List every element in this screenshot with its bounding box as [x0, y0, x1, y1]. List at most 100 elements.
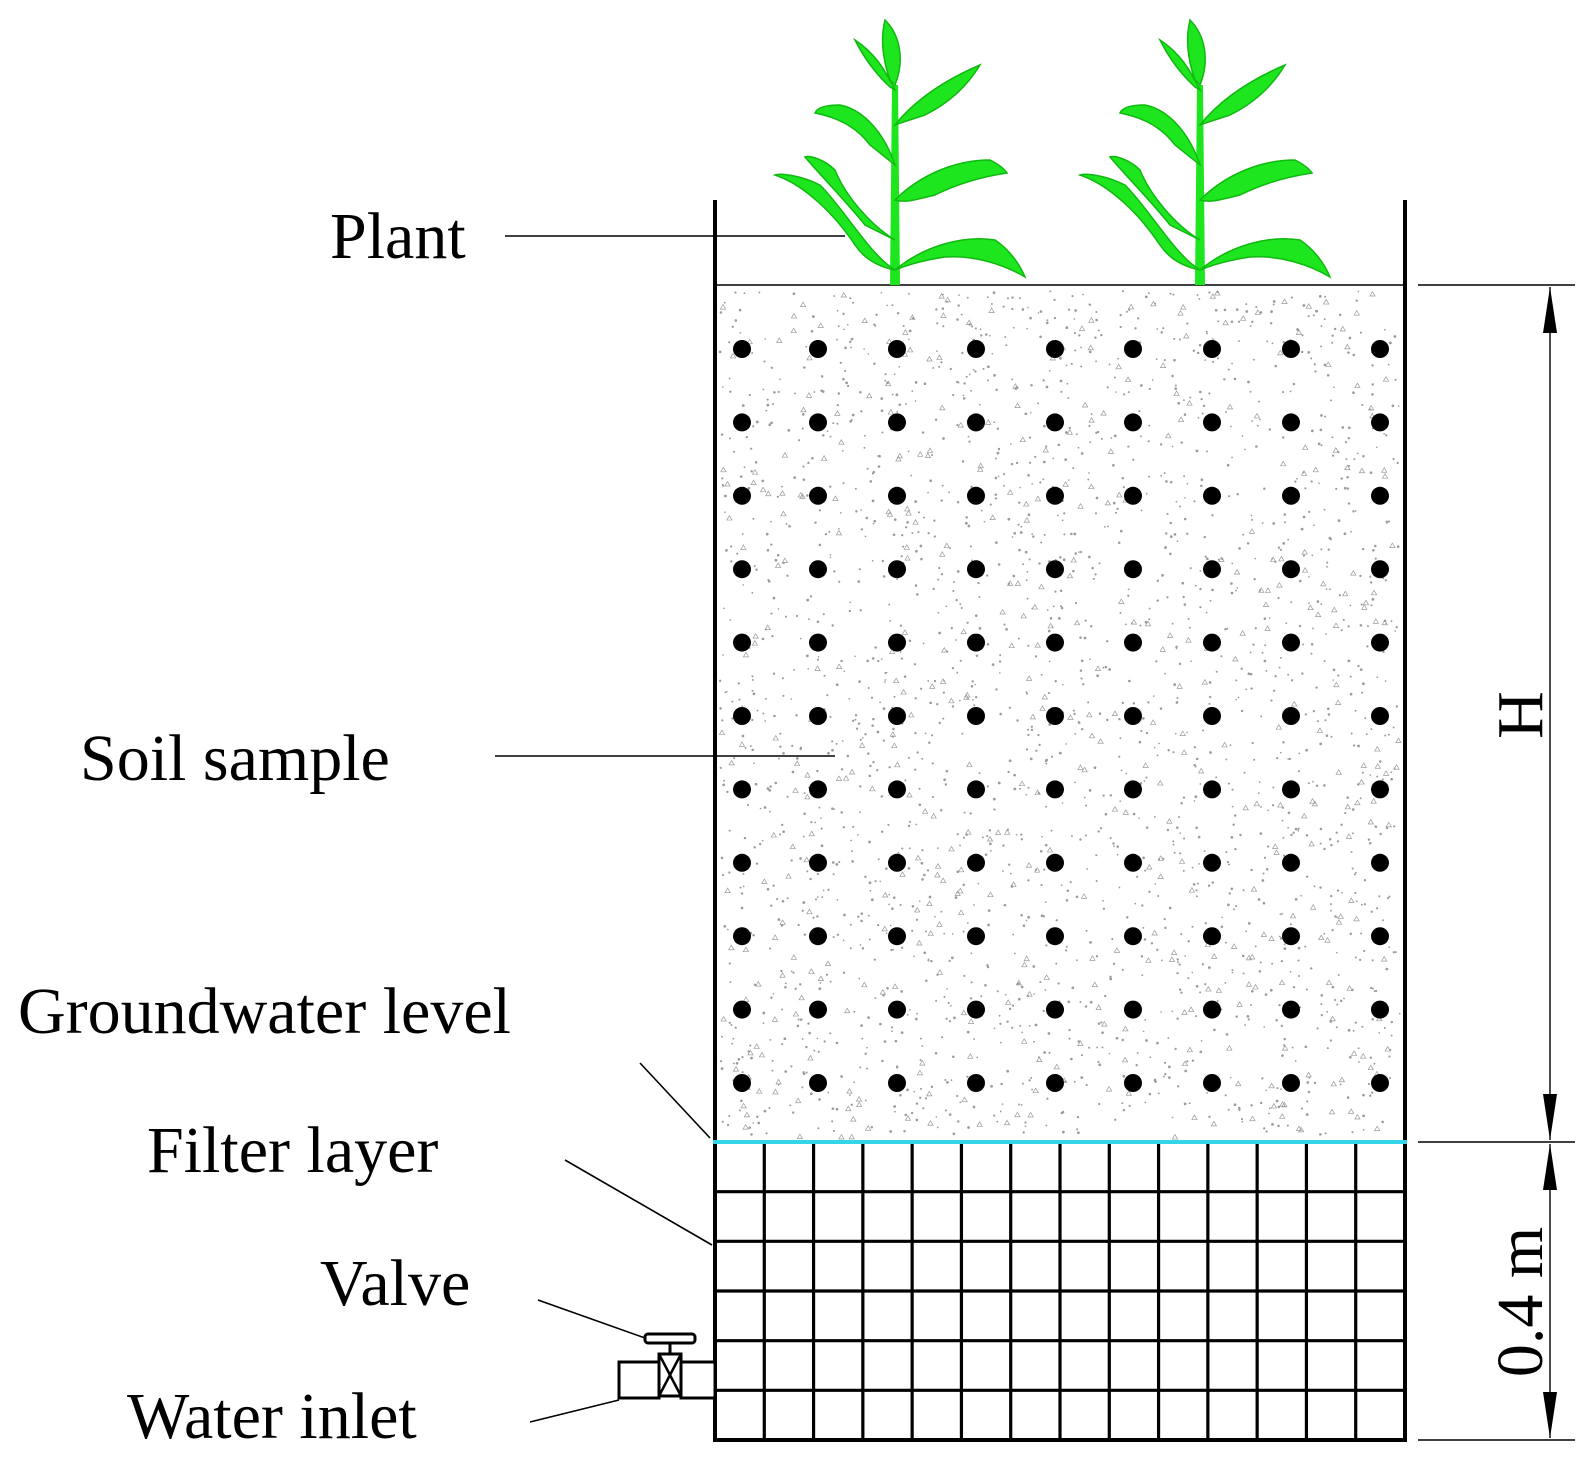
sensor-dot	[967, 780, 985, 799]
sensor-dot	[1282, 927, 1300, 946]
sensor-dot	[1371, 927, 1389, 946]
plant-leaf	[1158, 37, 1202, 92]
plant-icon	[772, 18, 1027, 285]
label-filter-layer: Filter layer	[147, 1114, 438, 1187]
leader-lines	[495, 235, 845, 1423]
sensor-dot	[1371, 486, 1389, 505]
plants	[772, 18, 1332, 285]
sensor-dot	[888, 707, 906, 725]
sensor-dot	[967, 927, 985, 946]
sensor-dot	[809, 413, 827, 432]
sensor-dot	[888, 486, 906, 505]
sensor-dot	[888, 413, 906, 432]
sensor-dot	[888, 927, 906, 946]
sensor-dot	[1203, 853, 1221, 872]
sensor-dot	[1282, 780, 1300, 799]
sensor-dot	[1203, 486, 1221, 505]
sensor-dot	[1371, 413, 1389, 432]
sensor-dot	[1371, 780, 1389, 799]
plant-leaf	[894, 238, 1027, 279]
sensor-dot	[733, 413, 751, 432]
sensor-dot	[733, 1000, 751, 1019]
sensor-dot	[1282, 486, 1300, 505]
plant-stem	[890, 85, 900, 285]
sensor-dot	[1124, 1074, 1142, 1092]
component-labels: Plant Soil sample Groundwater level Filt…	[18, 200, 511, 1453]
plant-leaf	[1108, 155, 1201, 241]
sensor-dot	[1046, 1074, 1064, 1092]
sensor-dot	[1371, 707, 1389, 725]
sensor-dot	[809, 340, 827, 358]
dim-label-h: H	[1484, 691, 1557, 739]
dimension-annotations: H 0.4 m	[1418, 284, 1575, 1441]
plant-leaf	[1199, 238, 1332, 279]
sensor-dot	[888, 633, 906, 652]
sensor-dot	[888, 1000, 906, 1019]
arrow-filter-top	[1543, 1144, 1557, 1190]
plant-leaf	[813, 104, 897, 168]
plant-leaf	[1118, 104, 1202, 168]
filter-layer-leader	[564, 1159, 713, 1246]
label-soil-sample: Soil sample	[80, 722, 390, 795]
sensor-dot	[733, 340, 751, 358]
sensor-dot	[733, 633, 751, 652]
sensor-dot	[888, 780, 906, 799]
label-valve: Valve	[320, 1247, 470, 1320]
sensor-dot	[1371, 340, 1389, 358]
sensor-dot	[888, 1074, 906, 1092]
sensor-dot	[967, 1074, 985, 1092]
label-groundwater-level: Groundwater level	[18, 975, 511, 1048]
sensor-dot	[733, 560, 751, 579]
sensor-dot	[809, 780, 827, 799]
plant-stem	[1195, 85, 1205, 285]
sensor-dot	[1371, 560, 1389, 579]
plant-icon	[1077, 18, 1332, 285]
sensor-dot	[1124, 340, 1142, 358]
sensor-dot	[1124, 780, 1142, 799]
plant-leaf	[1186, 18, 1206, 87]
sensor-dot	[733, 853, 751, 872]
sensor-dot	[967, 486, 985, 505]
sensor-dot	[1371, 633, 1389, 652]
sensor-dot	[967, 560, 985, 579]
sensor-dot	[733, 780, 751, 799]
label-plant: Plant	[330, 200, 466, 273]
sensor-dot	[1282, 633, 1300, 652]
sensor-dot	[1203, 1074, 1221, 1092]
sensor-dot	[809, 853, 827, 872]
sensor-dot	[1046, 633, 1064, 652]
sensor-dot	[1046, 340, 1064, 358]
sensor-dot	[1282, 560, 1300, 579]
sensor-dot	[1282, 1074, 1300, 1092]
sensor-dot	[1203, 780, 1221, 799]
dim-label-filter-height: 0.4 m	[1484, 1227, 1557, 1377]
sensor-dot	[809, 1074, 827, 1092]
arrow-filter-bottom	[1543, 1392, 1557, 1438]
groundwater-leader	[639, 1062, 711, 1139]
sensor-dot	[967, 340, 985, 358]
sensor-dot	[1203, 560, 1221, 579]
plant-leaf	[881, 18, 901, 87]
plant-leaf	[853, 37, 897, 92]
sensor-dot	[1371, 1074, 1389, 1092]
sensor-dot	[1282, 707, 1300, 725]
sensor-dot	[1124, 633, 1142, 652]
arrow-h-top	[1543, 287, 1557, 333]
plant-leaf	[892, 63, 982, 127]
plant-leaf	[803, 155, 896, 241]
sensor-dot	[967, 1000, 985, 1019]
sensor-dot	[888, 853, 906, 872]
sensor-dot	[967, 413, 985, 432]
sensor-dot	[967, 707, 985, 725]
water-inlet-pipe-icon	[617, 1360, 717, 1400]
sensor-dot	[809, 707, 827, 725]
sensor-dot	[1282, 853, 1300, 872]
valve-leader	[537, 1299, 646, 1339]
plant-leaf	[772, 173, 896, 271]
sensor-dot	[1282, 413, 1300, 432]
sensor-dot	[967, 853, 985, 872]
sensor-dot	[1046, 853, 1064, 872]
arrow-h-bottom	[1543, 1094, 1557, 1140]
sensor-dot	[809, 486, 827, 505]
sensor-dot	[1046, 486, 1064, 505]
